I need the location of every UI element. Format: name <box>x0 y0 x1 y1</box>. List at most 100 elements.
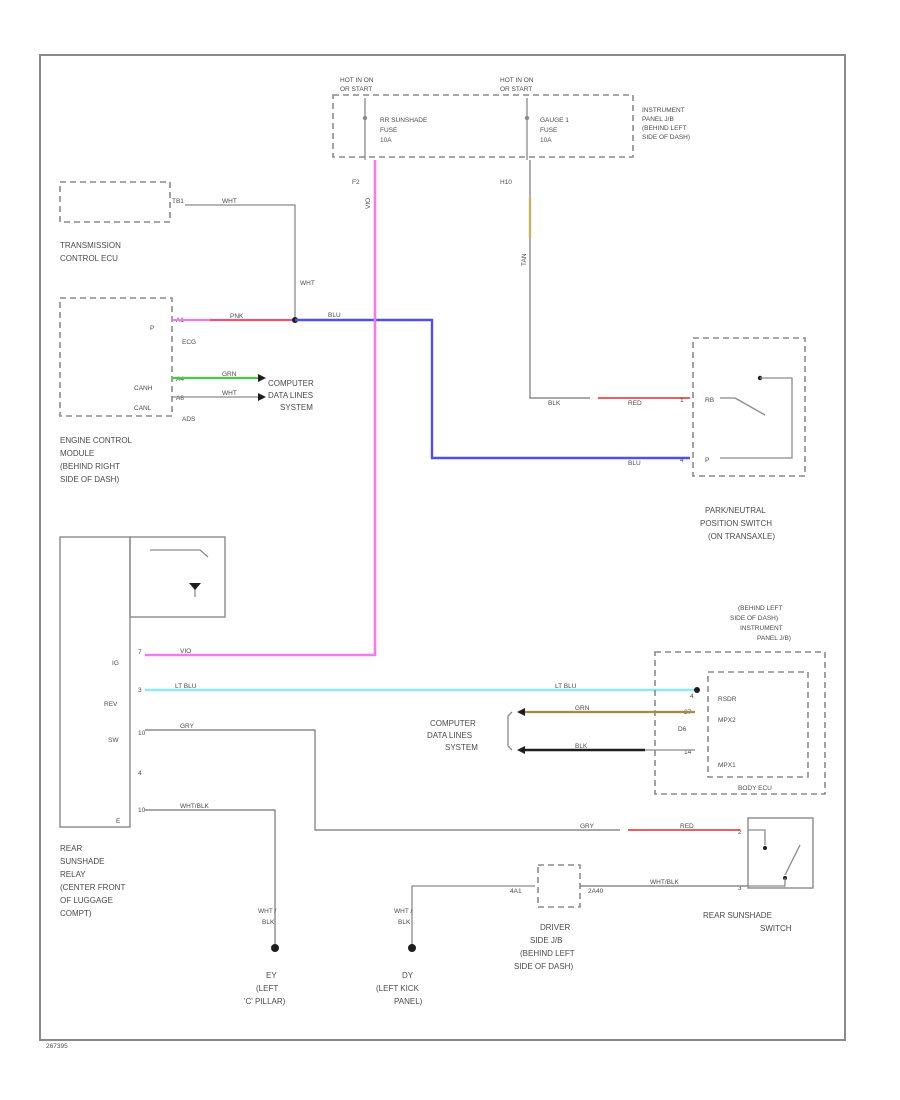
relay-name-1: REAR <box>60 844 82 853</box>
wire-label-vio-h: VIO <box>180 648 191 655</box>
fuse-right-1: GAUGE 1 <box>540 117 569 124</box>
wire-label-tan: TAN <box>521 253 528 266</box>
switch-pin-2: 3 <box>738 885 742 892</box>
wire-label-blk: BLK <box>548 400 561 407</box>
computer-data-1-l2: DATA LINES <box>268 391 313 400</box>
fuse-hot-left-2: OR START <box>340 86 372 93</box>
fuse-hot-right-1: HOT IN ON <box>500 77 534 84</box>
ecm-can-h: CANH <box>134 385 153 392</box>
wire-label-wht-ground1-1: WHT / <box>258 908 276 915</box>
body-num-3: 14 <box>684 749 692 756</box>
ecm-name-3: (BEHIND RIGHT <box>60 462 120 471</box>
ecm-pin-b: A4 <box>176 376 184 383</box>
ground-2-id: DY <box>402 971 414 980</box>
body-loc-3: INSTRUMENT <box>740 625 783 632</box>
body-pin-mpx1: MPX1 <box>718 762 736 769</box>
computer-data-2-l1: COMPUTER <box>430 719 476 728</box>
fuse-pin-right: H10 <box>500 179 512 186</box>
ground-2-l1: (LEFT KICK <box>376 984 420 993</box>
wire-label-ltblu-2: LT BLU <box>555 683 577 690</box>
relay-name-5: OF LUGGAGE <box>60 896 113 905</box>
instrument-panel-fuse-box: HOT IN ON OR START HOT IN ON OR START RR… <box>332 77 690 186</box>
wire-label-blu-1: BLU <box>328 312 341 319</box>
relay-num-2: 3 <box>138 687 142 694</box>
computer-data-2-l3: SYSTEM <box>445 743 478 752</box>
fuse-hot-left-1: HOT IN ON <box>340 77 374 84</box>
pn-pin-label-1: RB <box>705 397 714 404</box>
body-loc-4: PANEL J/B) <box>757 635 791 642</box>
park-neutral-switch: 1 4 RB P PARK/NEUTRAL POSITION SWITCH (O… <box>680 337 806 541</box>
body-pin-rsd: RSDR <box>718 696 737 703</box>
ground-1-id: EY <box>266 971 277 980</box>
wire-label-blk-body: BLK <box>575 743 588 750</box>
transmission-control-ecu: TB1 TRANSMISSION CONTROL ECU WHT WHT <box>59 181 315 320</box>
diagram-id: 267395 <box>46 1043 68 1050</box>
fuse-right-3: 10A <box>540 137 552 144</box>
driver-jb-name-2: SIDE J/B <box>530 936 562 945</box>
computer-data-2-l2: DATA LINES <box>427 731 472 740</box>
relay-num-3: 10 <box>138 730 146 737</box>
wire-label-wht-ground2-1: WHT / <box>394 908 412 915</box>
fuse-right-2: FUSE <box>540 127 558 134</box>
wire-label-grn-body: GRN <box>575 705 590 712</box>
engine-control-module: P A1 ECG A4 A8 CANH CANL ADS ENGINE CONT… <box>59 297 314 484</box>
fuse-right-node <box>524 115 530 121</box>
wire-label-grn: GRN <box>222 371 237 378</box>
ground-ey-symbol <box>271 944 279 952</box>
fuse-jb-1: INSTRUMENT <box>642 107 685 114</box>
pn-name-3: (ON TRANSAXLE) <box>708 532 775 541</box>
relay-num-5: 10 <box>138 807 146 814</box>
computer-data-1-l3: SYSTEM <box>280 403 313 412</box>
ground-2-l2: PANEL) <box>394 997 423 1006</box>
tcu-name-1: TRANSMISSION <box>60 241 121 250</box>
relay-num-4: 4 <box>138 770 142 777</box>
fuse-left-1: RR SUNSHADE <box>380 117 428 124</box>
fuse-left-3: 10A <box>380 137 392 144</box>
diagram-frame <box>39 54 846 1041</box>
relay-name-6: COMPT) <box>60 909 92 918</box>
body-pin-mpx2: MPX2 <box>718 717 736 724</box>
wire-label-gry-1: GRY <box>180 723 195 730</box>
driver-jb-name-4: SIDE OF DASH) <box>514 962 573 971</box>
wire-ground-1 <box>145 809 276 945</box>
wire-label-whtblk-1: WHT/BLK <box>180 803 210 810</box>
ground-dy-symbol <box>408 944 416 952</box>
pn-pin-label-2: P <box>705 457 709 464</box>
ecm-name-1: ENGINE CONTROL <box>60 436 133 445</box>
fuse-pin-left: F2 <box>352 179 360 186</box>
rear-sunshade-relay: IG REV SW E 7 3 10 4 10 REAR SUNSHADE RE… <box>59 536 226 918</box>
wire-label-wht-top: WHT <box>222 198 237 205</box>
driver-side-jb <box>537 864 581 908</box>
ecm-name-4: SIDE OF DASH) <box>60 475 119 484</box>
ecm-can-l: CANL <box>134 405 152 412</box>
body-loc-2: SIDE OF DASH) <box>730 615 778 622</box>
wire-label-blu-pnsw: BLU <box>628 460 641 467</box>
wire-label-red-switch: RED <box>680 823 694 830</box>
driver-jb-name-1: DRIVER <box>540 923 570 932</box>
wire-label-wht-ground2-2: BLK <box>398 919 411 926</box>
wire-blue <box>295 318 690 460</box>
fuse-hot-right-2: OR START <box>500 86 532 93</box>
switch-pin-1: 2 <box>738 829 742 836</box>
ecm-p-label: P <box>150 325 154 332</box>
wire-label-wht-can: WHT <box>222 390 237 397</box>
wire-label-whtblk-2: WHT/BLK <box>650 879 680 886</box>
tcu-pin: TB1 <box>172 198 184 205</box>
body-name: BODY ECU <box>738 785 772 792</box>
ecm-sub-2: ADS <box>182 416 196 423</box>
fuse-jb-2: PANEL J/B <box>642 116 674 123</box>
rear-sunshade-switch: 2 3 REAR SUNSHADE SWITCH <box>703 817 814 933</box>
switch-name-1: REAR SUNSHADE <box>703 911 772 920</box>
wire-gray <box>145 729 620 831</box>
wire-violet <box>145 160 377 657</box>
tcu-name-2: CONTROL ECU <box>60 254 118 263</box>
ecm-sub-1: ECG <box>182 339 196 346</box>
body-ecu: (BEHIND LEFT SIDE OF DASH) INSTRUMENT PA… <box>654 605 826 795</box>
ground-1-l2: 'C' PILLAR) <box>244 997 286 1006</box>
pn-pin-2: 4 <box>680 457 684 464</box>
wire-label-vio-vert: VIO <box>365 198 372 209</box>
wire-label-ltblu-1: LT BLU <box>175 683 197 690</box>
wire-label-pnk: PNK <box>230 313 244 320</box>
wire-label-wht-vert: WHT <box>300 280 315 287</box>
